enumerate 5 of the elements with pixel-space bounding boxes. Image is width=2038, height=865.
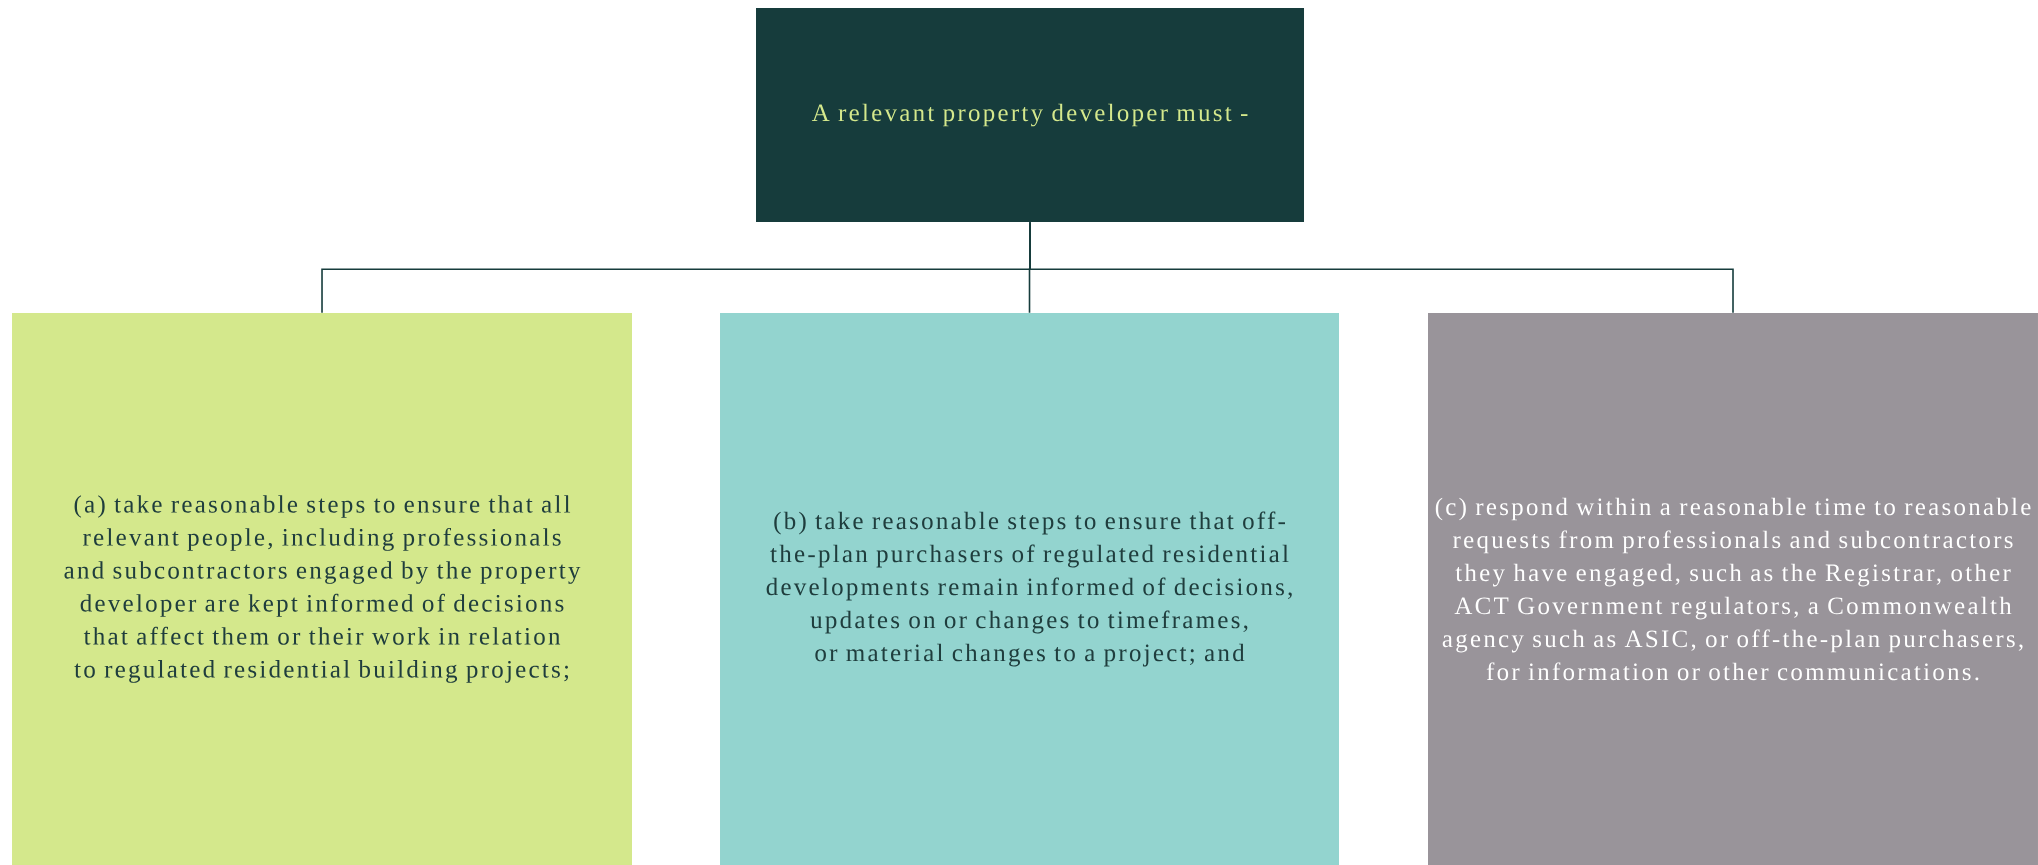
text-box: (c) respond within a reasonable time to reasonable requests from professionals and subcontractors they have engaged, such as the Registrar, other ACT Government regulators, a Commonwealth agency such as ASIC, or off-the-plan purchasers, for information or other communications. [1428, 313, 2038, 865]
heading-box: A relevant property developer must - [756, 8, 1304, 222]
text-box: (b) take reasonable steps to ensure that off-the-plan purchasers of regulated residential developments remain informed of decisions, updates on or changes to timeframes, or material changes to a project; and [720, 313, 1339, 865]
connector-line [1029, 221, 1734, 314]
text-box: (a) take reasonable steps to ensure that all relevant people, including professionals and subcontractors engaged by the property developer are kept informed of decisions that affect them or their work in relation to regulated residential building projects; [12, 313, 632, 865]
